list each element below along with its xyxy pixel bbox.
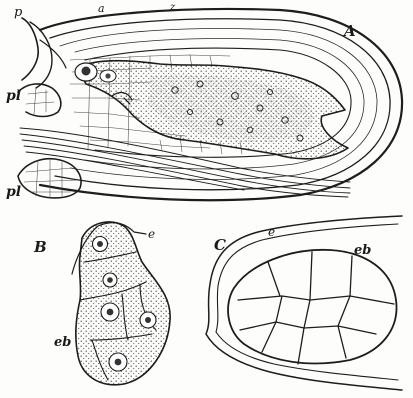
label-b-eb: eb [54,335,71,350]
placenta-upper-cells [26,88,54,114]
panel-c-letter: C [214,236,226,254]
label-pl-upper: pl [6,88,21,104]
placenta-upper [18,84,61,117]
label-b-e: e [148,227,155,241]
panel-b: B e eb [33,222,170,385]
panel-b-letter: B [33,238,47,256]
label-pl-lower: pl [6,184,21,200]
label-z: z [169,2,176,13]
panel-a-letter: A [342,22,356,40]
micropyle-fold-2 [40,40,66,68]
label-a: a [98,2,105,15]
embryo-body-c [228,250,396,364]
micropyle-upper [22,18,38,80]
panel-a: p a z A pl pl [6,2,402,200]
label-c-eb: eb [354,243,371,258]
label-c-e: e [268,225,275,239]
embryo-cell-walls-c [238,252,394,364]
panel-c: C e eb [206,216,402,390]
label-p: p [14,5,23,20]
